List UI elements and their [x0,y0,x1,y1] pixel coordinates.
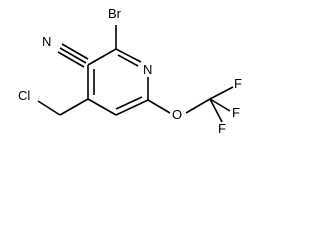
atom-br: Br [108,6,122,21]
bond-ch2-cl [37,100,61,116]
atom-n-ring: N [143,62,152,77]
atom-labels: Br N N Cl O F F F [18,6,242,136]
bond-c4-ch2 [59,98,89,116]
bond-c2-n-ring-double [117,54,139,67]
bond-c6-o [147,99,171,114]
atom-f-top: F [234,76,242,91]
atom-f-right: F [232,105,240,120]
bond-c2-n-ring [115,48,142,63]
bond-c6-c5-double [115,96,143,110]
bond-cf3-f-bottom [209,98,223,123]
molecule-diagram: Br N N Cl O F F F [18,6,242,136]
bond-c6-c5 [115,99,149,116]
atom-n-nitrile: N [42,34,51,49]
atom-o: O [172,107,182,122]
atom-cl: Cl [18,88,30,103]
ring-bonds [87,48,149,116]
bond-c5-c4 [87,98,117,116]
bond-c3-c2 [87,48,117,66]
bond-nitrile-2 [61,43,89,60]
bond-nitrile-1 [59,47,87,64]
bond-o-cf3 [185,98,211,114]
substituent-bonds [37,25,234,123]
bond-cf3-f-right [209,98,231,112]
bond-nitrile-3 [57,51,85,68]
atom-f-bottom: F [218,121,226,136]
bond-cf3-f-top [209,86,234,100]
